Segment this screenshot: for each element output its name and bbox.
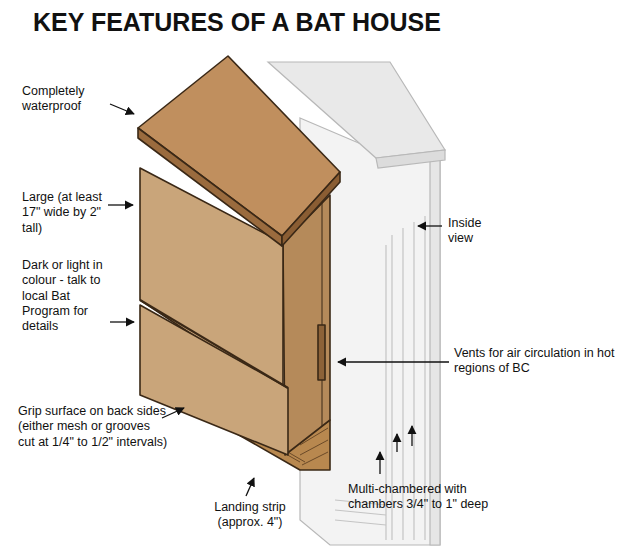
callout-label: Completely waterproof <box>22 84 114 115</box>
callout-label: Grip surface on back sides (either mesh … <box>18 404 168 450</box>
callout-label: Large (at least 17" wide by 2" tall) <box>22 190 114 236</box>
callout-label: Vents for air circulation in hot regions… <box>454 346 619 377</box>
diagram-title: KEY FEATURES OF A BAT HOUSE <box>33 8 441 37</box>
callout-label: Inside view <box>448 216 508 247</box>
callout-label: Landing strip (approx. 4") <box>195 500 305 531</box>
callout-label: Multi-chambered with chambers 3/4" to 1"… <box>348 482 518 513</box>
callout-label: Dark or light in colour - talk to local … <box>22 258 112 334</box>
bat-house-front <box>138 56 340 470</box>
